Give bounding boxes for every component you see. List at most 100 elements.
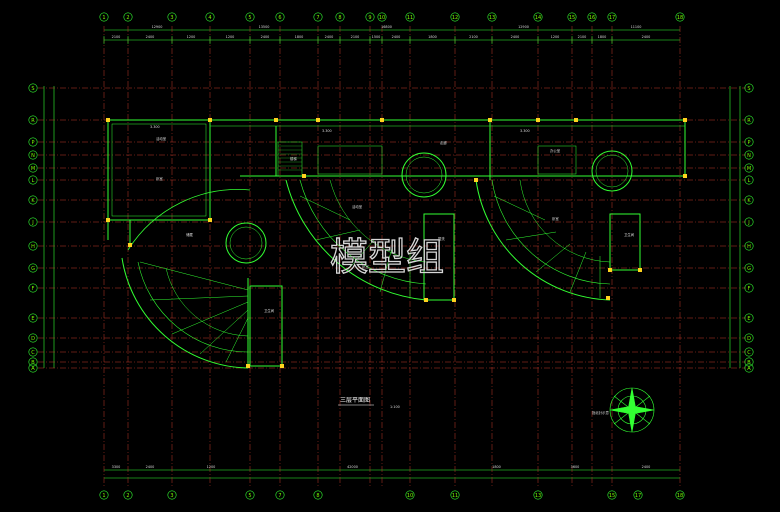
dim-top-b: 12900	[152, 25, 163, 29]
axis-bubble-left-E: E	[28, 313, 38, 323]
axis-bubble-right-E: E	[744, 313, 754, 323]
dim-top-b: 11100	[631, 25, 642, 29]
north-note: 指北针示意	[592, 410, 610, 415]
axis-bubble-top-15: 15	[567, 12, 577, 22]
axis-bubble-left-P: P	[28, 137, 38, 147]
svg-text:F: F	[748, 286, 751, 292]
axis-bubble-bottom-11: 11	[450, 490, 460, 500]
svg-text:4: 4	[208, 15, 211, 21]
svg-text:R: R	[31, 118, 35, 124]
axis-bubble-left-F: F	[28, 283, 38, 293]
axis-bubble-right-B: B	[744, 357, 754, 367]
svg-text:18: 18	[677, 15, 683, 21]
svg-text:B: B	[747, 360, 751, 366]
svg-text:N: N	[747, 153, 751, 159]
right-round-stair	[591, 150, 633, 192]
svg-text:P: P	[747, 140, 750, 146]
dim-top-a: 2100	[112, 35, 121, 39]
dim-top-a: 2100	[578, 35, 587, 39]
axis-bubble-top-4: 4	[205, 12, 215, 22]
axis-bubble-top-5: 5	[245, 12, 255, 22]
svg-text:L: L	[32, 178, 35, 184]
dim-top-a: 2400	[146, 35, 155, 39]
axis-bubble-left-H: H	[28, 241, 38, 251]
room-label: 盥洗	[438, 236, 445, 241]
axis-bubble-bottom-3: 3	[167, 490, 177, 500]
svg-text:1: 1	[102, 15, 105, 21]
axis-bubble-right-J: J	[744, 217, 754, 227]
svg-text:17: 17	[609, 15, 615, 21]
axis-bubble-right-D: D	[744, 333, 754, 343]
dim-top-a: 2400	[642, 35, 651, 39]
axis-bubble-top-18: 18	[675, 12, 685, 22]
axis-bubble-left-J: J	[28, 217, 38, 227]
axis-bubble-left-B: B	[28, 357, 38, 367]
svg-text:G: G	[31, 266, 35, 272]
svg-text:8: 8	[316, 493, 319, 499]
dim-top-b: 13500	[259, 25, 270, 29]
room-label: 走廊	[440, 140, 447, 145]
axis-bubble-top-10: 10	[377, 12, 387, 22]
left-wing-outer-arc	[121, 257, 249, 369]
axis-bubble-right-H: H	[744, 241, 754, 251]
dim-top-a: 2100	[351, 35, 360, 39]
dim-bottom: 42000	[347, 465, 358, 469]
axis-bubble-top-11: 11	[405, 12, 415, 22]
svg-text:J: J	[747, 220, 749, 226]
dim-bottom: 3600	[571, 465, 580, 469]
svg-text:P: P	[31, 140, 34, 146]
svg-text:D: D	[747, 336, 751, 342]
svg-text:6: 6	[278, 15, 281, 21]
axis-bubble-left-G: G	[28, 263, 38, 273]
axis-bubble-right-L: L	[744, 175, 754, 185]
drawing-scale: 1:100	[390, 405, 400, 409]
axis-bubble-bottom-17: 17	[633, 490, 643, 500]
axis-bubble-bottom-2: 2	[123, 490, 133, 500]
axis-bubble-left-R: R	[28, 115, 38, 125]
right-toilet-block	[609, 213, 641, 271]
axis-bubble-top-3: 3	[167, 12, 177, 22]
dim-top-a: 1800	[598, 35, 607, 39]
elevation-note: 3.300	[520, 129, 530, 133]
svg-text:17: 17	[635, 493, 641, 499]
dim-top-a: 2400	[325, 35, 334, 39]
elevation-note: 3.300	[322, 129, 332, 133]
dimension-chains	[43, 29, 741, 479]
north-arrow	[609, 387, 655, 433]
dim-top-a: 2100	[469, 35, 478, 39]
axis-bubble-top-16: 16	[587, 12, 597, 22]
axis-bubble-right-G: G	[744, 263, 754, 273]
left-round-stair	[225, 222, 267, 264]
axis-bubble-right-A: A	[744, 363, 754, 373]
axis-bubble-left-K: K	[28, 195, 38, 205]
right-wing-outer-arc	[475, 179, 611, 301]
room-label: 活动室	[156, 136, 167, 141]
axis-bubble-top-12: 12	[450, 12, 460, 22]
building-walls	[107, 119, 686, 369]
svg-text:11: 11	[452, 493, 458, 499]
axis-bubble-bottom-18: 18	[675, 490, 685, 500]
axis-bubble-bottom-5: 5	[245, 490, 255, 500]
stair-core	[277, 141, 303, 177]
svg-text:G: G	[747, 266, 751, 272]
room-label: 卧室	[362, 264, 369, 269]
svg-text:7: 7	[278, 493, 281, 499]
room-label: 楼梯	[290, 156, 297, 161]
svg-text:10: 10	[407, 493, 413, 499]
middle-round-stair	[401, 152, 447, 198]
axis-bubble-top-7: 7	[313, 12, 323, 22]
axis-bubble-right-K: K	[744, 195, 754, 205]
svg-text:12: 12	[452, 15, 458, 21]
svg-text:M: M	[31, 166, 35, 172]
dim-top-a: 2400	[511, 35, 520, 39]
svg-text:8: 8	[338, 15, 341, 21]
middle-toilet-block	[423, 213, 455, 301]
room-label: 卧室	[552, 216, 559, 221]
dim-top-a: 1800	[428, 35, 437, 39]
axis-bubble-bottom-7: 7	[275, 490, 285, 500]
svg-text:13: 13	[489, 15, 495, 21]
svg-text:3: 3	[170, 15, 173, 21]
dim-bottom: 1800	[492, 465, 501, 469]
